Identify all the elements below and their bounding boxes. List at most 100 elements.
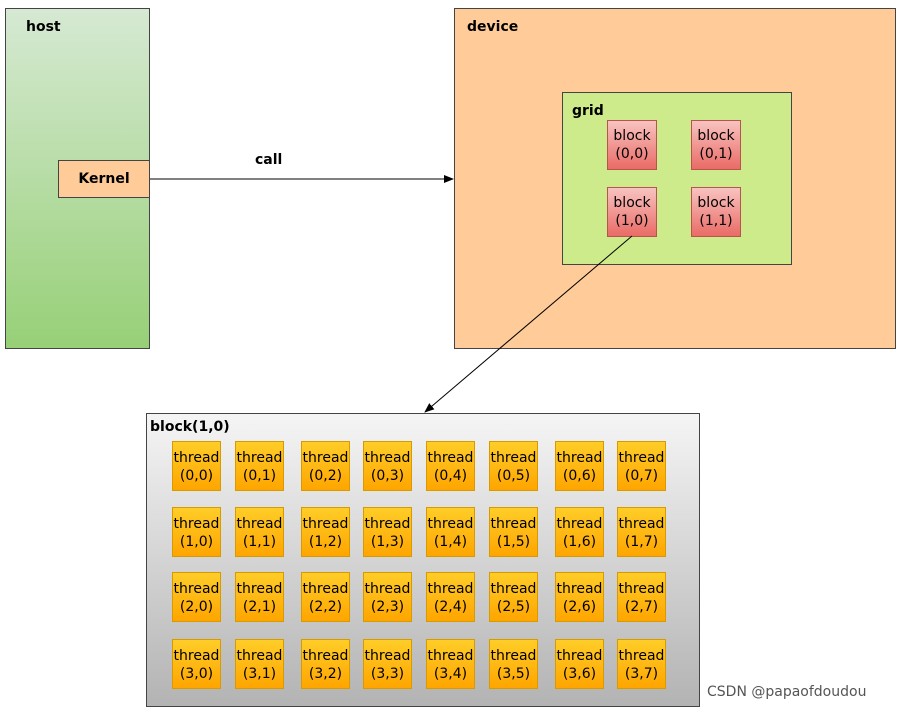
thread-name: thread bbox=[427, 450, 474, 466]
thread-index: (3,4) bbox=[433, 666, 468, 682]
thread-index: (2,1) bbox=[242, 599, 277, 615]
thread-index: (3,1) bbox=[242, 666, 277, 682]
thread-name: thread bbox=[173, 581, 220, 597]
thread-cell: thread(1,3) bbox=[363, 507, 412, 557]
thread-index: (2,5) bbox=[496, 599, 531, 615]
grid-block-name: block bbox=[613, 195, 651, 211]
device-label: device bbox=[467, 19, 519, 35]
thread-index: (1,0) bbox=[179, 534, 214, 550]
thread-name: thread bbox=[236, 581, 283, 597]
thread-name: thread bbox=[427, 516, 474, 532]
thread-cell: thread (2,4) bbox=[426, 572, 475, 622]
watermark: CSDN @papaofdoudou bbox=[707, 684, 867, 700]
thread-cell: thread (2,5) bbox=[489, 572, 538, 622]
thread-cell: thread (0,4) bbox=[426, 441, 475, 491]
thread-name: thread bbox=[618, 450, 665, 466]
thread-name: thread bbox=[302, 450, 349, 466]
grid-block-index: (0,0) bbox=[615, 146, 649, 162]
grid-block: block (1,1) bbox=[691, 187, 741, 237]
thread-name: thread bbox=[556, 648, 603, 664]
thread-name: thread bbox=[364, 648, 411, 664]
thread-name: thread bbox=[302, 516, 349, 532]
thread-index: (2,4) bbox=[433, 599, 468, 615]
thread-index: (0,6) bbox=[562, 468, 597, 484]
thread-name: thread bbox=[302, 648, 349, 664]
thread-index: (1,4) bbox=[433, 534, 468, 550]
thread-cell: thread (3,5) bbox=[489, 639, 538, 689]
thread-index: (0,4) bbox=[433, 468, 468, 484]
thread-cell: thread(3,7) bbox=[617, 639, 666, 689]
thread-cell: thread (2,6) bbox=[555, 572, 604, 622]
thread-name: thread bbox=[427, 648, 474, 664]
thread-index: (0,0) bbox=[179, 468, 214, 484]
kernel-box: Kernel bbox=[58, 160, 150, 198]
thread-index: (1,6) bbox=[562, 534, 597, 550]
thread-cell: thread(1,7) bbox=[617, 507, 666, 557]
thread-cell: thread(2,2) bbox=[301, 572, 350, 622]
thread-index: (1,2) bbox=[308, 534, 343, 550]
thread-cell: thread (0,0) bbox=[172, 441, 221, 491]
thread-cell: thread (2,7) bbox=[617, 572, 666, 622]
thread-cell: thread (3,2) bbox=[301, 639, 350, 689]
thread-index: (1,5) bbox=[496, 534, 531, 550]
host-label: host bbox=[26, 19, 61, 35]
thread-index: (0,3) bbox=[370, 468, 405, 484]
grid-block-index: (1,0) bbox=[615, 213, 649, 229]
grid-block-index: (1,1) bbox=[699, 213, 733, 229]
thread-index: (3,0) bbox=[179, 666, 214, 682]
grid-container: grid bbox=[562, 92, 792, 265]
thread-index: (3,3) bbox=[370, 666, 405, 682]
thread-index: (0,7) bbox=[624, 468, 659, 484]
thread-cell: thread (1,0) bbox=[172, 507, 221, 557]
thread-index: (0,1) bbox=[242, 468, 277, 484]
grid-block: block(0,0) bbox=[607, 120, 657, 170]
thread-name: thread bbox=[490, 516, 537, 532]
thread-name: thread bbox=[302, 581, 349, 597]
thread-cell: thread (3,1) bbox=[235, 639, 284, 689]
thread-name: thread bbox=[173, 450, 220, 466]
block-zoom-arrow bbox=[424, 235, 633, 413]
thread-cell: thread (0,6) bbox=[555, 441, 604, 491]
thread-name: thread bbox=[556, 516, 603, 532]
thread-name: thread bbox=[618, 648, 665, 664]
thread-cell: thread (0,1) bbox=[235, 441, 284, 491]
thread-cell: thread (0,5) bbox=[489, 441, 538, 491]
thread-name: thread bbox=[490, 581, 537, 597]
thread-index: (3,6) bbox=[562, 666, 597, 682]
thread-index: (0,5) bbox=[496, 468, 531, 484]
thread-cell: thread (0,7) bbox=[617, 441, 666, 491]
thread-index: (2,3) bbox=[370, 599, 405, 615]
thread-name: thread bbox=[618, 581, 665, 597]
grid-block-name: block bbox=[697, 128, 735, 144]
thread-index: (2,6) bbox=[562, 599, 597, 615]
thread-name: thread bbox=[427, 581, 474, 597]
block-detail-label: block(1,0) bbox=[150, 419, 230, 435]
thread-cell: thread (2,1) bbox=[235, 572, 284, 622]
grid-block: block (0,1) bbox=[691, 120, 741, 170]
thread-name: thread bbox=[490, 450, 537, 466]
thread-index: (2,7) bbox=[624, 599, 659, 615]
thread-name: thread bbox=[556, 450, 603, 466]
thread-name: thread bbox=[618, 516, 665, 532]
thread-name: thread bbox=[490, 648, 537, 664]
thread-cell: thread (1,6) bbox=[555, 507, 604, 557]
thread-cell: thread(1,1) bbox=[235, 507, 284, 557]
thread-name: thread bbox=[236, 450, 283, 466]
grid-label: grid bbox=[572, 103, 604, 119]
thread-cell: thread (3,6) bbox=[555, 639, 604, 689]
thread-cell: thread (1,2) bbox=[301, 507, 350, 557]
thread-name: thread bbox=[236, 648, 283, 664]
thread-name: thread bbox=[364, 516, 411, 532]
thread-cell: thread(0,2) bbox=[301, 441, 350, 491]
thread-index: (3,5) bbox=[496, 666, 531, 682]
thread-cell: thread(3,0) bbox=[172, 639, 221, 689]
thread-name: thread bbox=[173, 516, 220, 532]
thread-index: (3,2) bbox=[308, 666, 343, 682]
thread-cell: thread (1,4) bbox=[426, 507, 475, 557]
thread-name: thread bbox=[236, 516, 283, 532]
grid-block-index: (0,1) bbox=[699, 146, 733, 162]
thread-cell: thread(2,3) bbox=[363, 572, 412, 622]
thread-cell: thread (1,5) bbox=[489, 507, 538, 557]
thread-name: thread bbox=[556, 581, 603, 597]
grid-block-name: block bbox=[697, 195, 735, 211]
